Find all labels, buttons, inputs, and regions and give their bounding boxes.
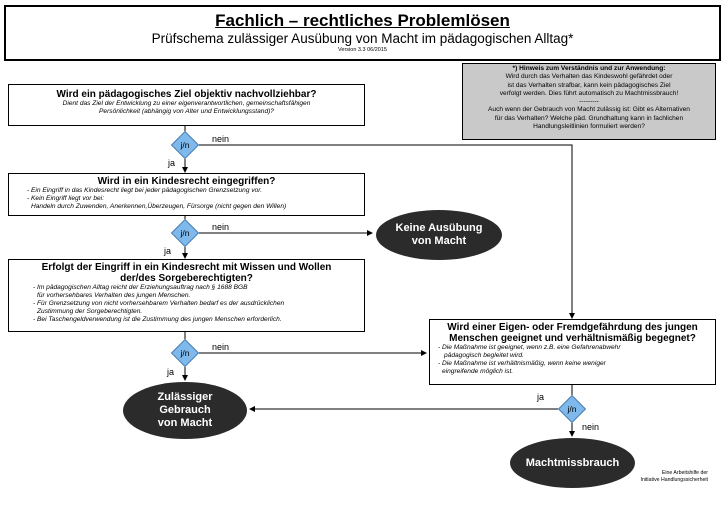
outcome-permitted-line3: von Macht (157, 417, 213, 429)
outcome-permitted-use: Zulässiger Gebrauch von Macht (123, 382, 247, 439)
question-4-line: - Die Maßnahme ist geeignet, wenn z.B. e… (438, 344, 621, 351)
decision-label-2: j/n (180, 228, 190, 238)
outcome-permitted-line2: Gebrauch (159, 404, 211, 416)
question-3-line: - Für Grenzsetzung von nicht vorhersehba… (33, 300, 285, 308)
hint-line: Handlungsleitlinien formuliert werden? (533, 123, 645, 131)
ja-label-4: ja (537, 392, 545, 402)
question-4-line: eingreifende möglich ist. (442, 368, 514, 376)
question-2-line: - Ein Eingriff in das Kindesrecht liegt … (27, 187, 263, 194)
outcome-abuse-of-power: Machtmissbrauch (510, 438, 635, 488)
hint-heading: *) Hinweis zum Verständnis und zur Anwen… (512, 65, 666, 72)
question-3-title-line2: der/des Sorgeberechtigten? (120, 273, 253, 284)
version-label: Version 3.3 06/2015 (338, 47, 387, 53)
question-3-box: Erfolgt der Eingriff in ein Kindesrecht … (8, 259, 365, 332)
question-1-box: Wird ein pädagogisches Ziel objektiv nac… (8, 84, 365, 126)
question-3-line: für vorhersehbares Verhalten des jungen … (37, 292, 191, 300)
question-4-title-line1: Wird einer Eigen- oder Fremdgefährdung d… (447, 322, 698, 333)
page-title: Fachlich – rechtliches Problemlösen (215, 11, 510, 30)
hint-line: Auch wenn der Gebrauch von Macht zulässi… (488, 106, 690, 114)
question-4-box: Wird einer Eigen- oder Fremdgefährdung d… (429, 319, 716, 385)
footer-credit: Eine Arbeitshilfe der Initiative Handlun… (632, 470, 708, 483)
page-subtitle: Prüfschema zulässiger Ausübung von Macht… (151, 31, 574, 46)
nein-label-3: nein (212, 342, 230, 352)
outcome-no-power-line2: von Macht (411, 235, 467, 247)
ja-label-2: ja (164, 246, 172, 256)
outcome-no-power-line1: Keine Ausübung (395, 222, 483, 234)
question-2-line: Handeln durch Zuwenden, Anerkennen,Überz… (31, 203, 287, 211)
hint-separator: --------- (579, 98, 599, 106)
footer-line: Eine Arbeitshilfe der (661, 470, 708, 476)
outcome-permitted-line1: Zulässiger (157, 391, 213, 403)
question-3-line: - Bei Taschengeldverwendung ist die Zust… (33, 316, 282, 324)
ja-label-1: ja (168, 158, 176, 168)
nein-label-4: nein (582, 422, 600, 432)
question-3-line: Zustimmung der Sorgeberechtigten. (37, 308, 143, 316)
question-4-line: - Die Maßnahme ist verhältnismäßig, wenn… (438, 360, 606, 368)
question-3-line: - Im pädagogischen Alltag reicht der Erz… (33, 284, 248, 291)
question-4-line: pädagogisch begleitet wird. (444, 352, 524, 360)
decision-label-1: j/n (180, 140, 190, 150)
question-2-title: Wird in ein Kindesrecht eingegriffen? (97, 176, 276, 187)
question-1-line: Dient das Ziel der Entwicklung zu einer … (62, 100, 311, 107)
hint-line: Wird durch das Verhalten das Kindeswohl … (505, 73, 673, 81)
hint-line: ist das Verhalten strafbar, kann kein pä… (507, 81, 671, 89)
title-box: Fachlich – rechtliches Problemlösen Prüf… (4, 5, 721, 61)
outcome-no-power: Keine Ausübung von Macht (376, 210, 502, 260)
question-2-box: Wird in ein Kindesrecht eingegriffen? - … (8, 173, 365, 216)
question-1-line: Persönlichkeit (abhängig von Alter und E… (99, 108, 274, 116)
question-4-title-line2: Menschen geeignet und verhältnismäßig be… (449, 333, 696, 344)
decision-label-4: j/n (567, 404, 577, 414)
decision-label-3: j/n (180, 348, 190, 358)
nein-label-1: nein (212, 134, 230, 144)
question-3-title-line1: Erfolgt der Eingriff in ein Kindesrecht … (41, 262, 332, 273)
hint-line: verfolgt werden. Dies führt automatisch … (499, 89, 679, 97)
nein-label-2: nein (212, 222, 230, 232)
ja-label-3: ja (167, 367, 175, 377)
hint-box: *) Hinweis zum Verständnis und zur Anwen… (462, 63, 716, 140)
hint-line: für das Verhalten? Welche päd. Grundhalt… (494, 114, 684, 122)
outcome-abuse-label: Machtmissbrauch (525, 457, 620, 469)
question-2-line: - Kein Eingriff liegt vor bei: (27, 195, 104, 203)
question-1-title: Wird ein pädagogisches Ziel objektiv nac… (56, 89, 317, 100)
footer-line: Initiative Handlungssicherheit (640, 476, 708, 483)
